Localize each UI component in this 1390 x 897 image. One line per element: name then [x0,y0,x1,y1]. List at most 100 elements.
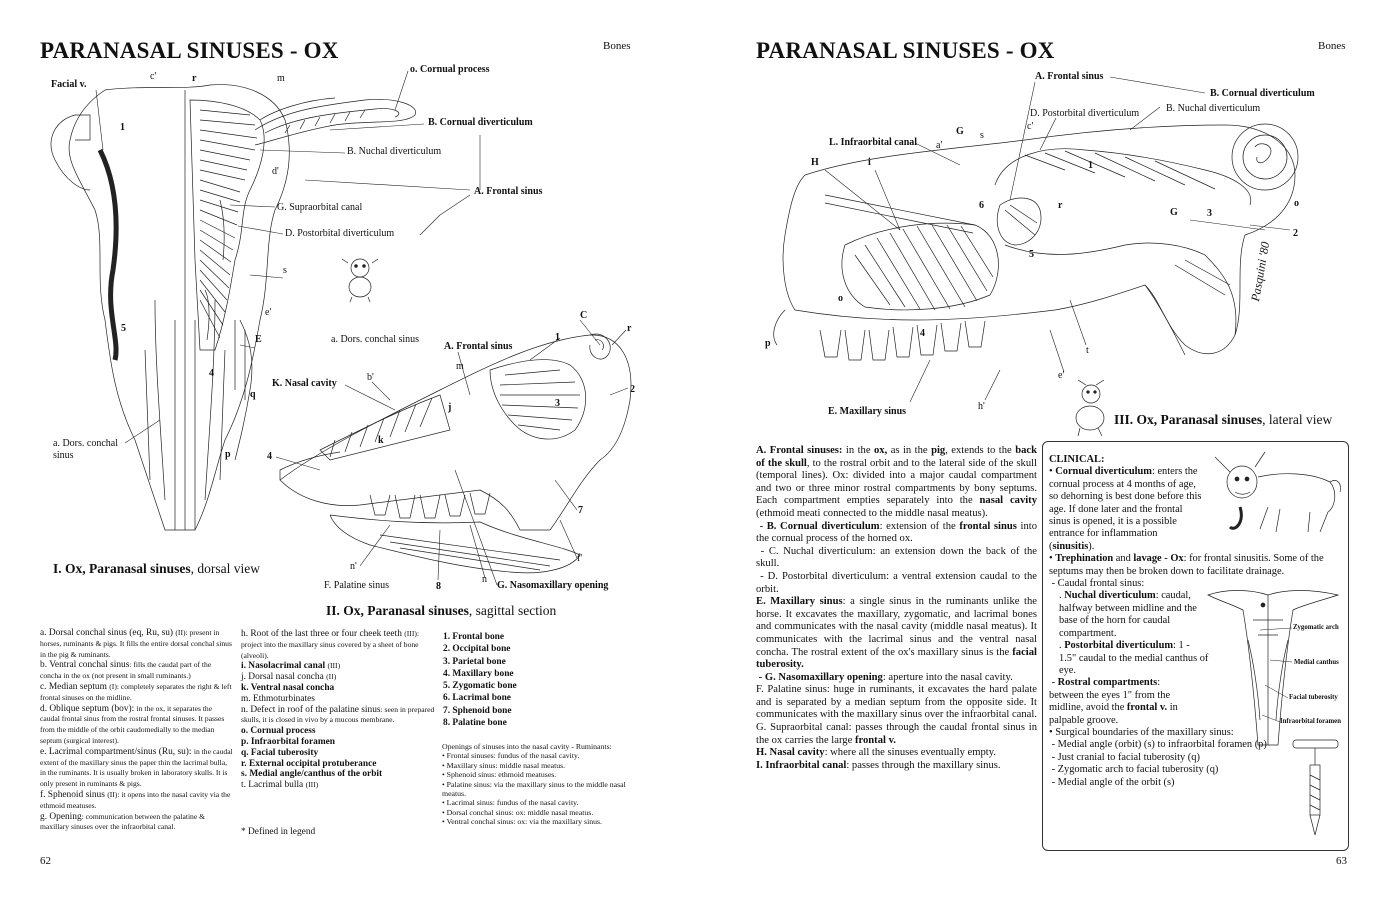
lat-label-G: G [956,126,964,137]
legend-col2-item-detail: : seen in prepared skulls, it is closed … [241,704,435,725]
label-b-nuchal: B. Nuchal diverticulum [347,146,442,157]
lat-label-4: 4 [920,328,925,339]
sag-label-b-prime: b' [367,372,374,383]
clinical-text: CLINICAL: • Cornual diverticulum: enters… [1049,454,1341,789]
legend-col2-item-main: o. Cornual process [241,726,316,737]
lat-label-a-frontal: A. Frontal sinus [1035,71,1104,82]
clinical-skull-drawing [1207,590,1340,746]
left-page-title: PARANASAL SINUSES - OX [40,38,339,63]
legend-col2-item-main: p. Infraorbital foramen [241,736,336,747]
sag-label-a-dors: a. Dors. conchal sinus [331,334,420,345]
legend-col2-item: s. Medial angle/canthus of the orbit [241,769,435,780]
sag-label-r: r [627,323,632,334]
clinical-cow-cartoon [1214,451,1341,533]
lat-label-5: 5 [1029,249,1034,260]
label-d-postorb: D. Postorbital diverticulum [285,228,395,239]
bone-item: 4. Maxillary bone [443,668,514,679]
lateral-leader-lines [824,76,1291,403]
lat-label-l-infra: L. Infraorbital canal [829,137,918,148]
lat-label-d-postorb: D. Postorbital diverticulum [1030,108,1140,119]
legend-col1-item: f. Sphenoid sinus (II): it opens into th… [40,790,233,812]
opening-item: • Sphenoid sinus: ethmoid meatuses. [442,770,557,780]
sag-label-2: 2 [630,384,635,395]
legend-col2-item-detail: (III) [305,780,319,790]
lat-label-r: r [1058,200,1063,211]
legend-col2-item: o. Cornual process [241,726,435,737]
lat-label-i: i [868,157,871,168]
clin-label-medial: Medial canthus [1294,659,1339,666]
bone-item: 6. Lacrimal bone [443,693,511,704]
legend-col1-item: c. Median septum (I): completely separat… [40,682,233,704]
lat-label-1: 1 [1088,160,1093,171]
label-m: m [277,73,285,84]
caption-sagittal-bold: II. Ox, Paranasal sinuses [326,603,469,618]
clin-label-facial: Facial tuberosity [1289,694,1338,701]
clinical-box [1042,441,1349,851]
legend-col2-item-main: r. External occipital protuberance [241,758,377,769]
sag-label-j: j [448,402,452,413]
lat-label-a-prime: a' [936,140,943,151]
bone-item: 1. Frontal bone [443,632,505,642]
legend-col1-item: b. Ventral conchal sinus: fills the caud… [40,660,233,682]
sagittal-leader-lines [275,319,629,586]
legend-col2-item-main: q. Facial tuberosity [241,747,319,758]
lat-label-H: H [811,157,819,168]
legend-col2-item-main: s. Medial angle/canthus of the orbit [241,769,383,780]
lat-label-o: o [1294,198,1299,209]
clinical-title: CLINICAL: [1049,454,1105,465]
sag-label-3: 3 [555,398,560,409]
legend-col2-item-main: t. Lacrimal bulla [241,780,306,791]
legend-col2-item-detail: (III) [327,661,341,671]
label-5: 5 [121,323,126,334]
caption-sagittal: II. Ox, Paranasal sinuses, sagittal sect… [326,603,556,619]
legend-col2-item: t. Lacrimal bulla (III) [241,780,435,791]
legend-col2-item: k. Ventral nasal concha [241,683,435,694]
label-o-cornual: o. Cornual process [410,64,490,75]
legend-col1-item: d. Oblique septum (bov): in the ox, it s… [40,704,233,747]
bone-item: 5. Zygomatic bone [443,681,517,692]
right-section-label: Bones [1318,40,1346,52]
label-r: r [192,73,197,84]
clin-label-infraorbital: Infraorbital foramen [1280,718,1341,725]
label-b-cornual: B. Cornual diverticulum [428,117,533,128]
legend-col2-item: j. Dorsal nasal concha (II) [241,672,435,683]
legend-col2-item-main: i. Nasolacrimal canal [241,661,328,672]
right-page-number: 63 [1336,855,1347,867]
legend-col1-item-main: d. Oblique septum (bov): [40,703,137,714]
sag-label-k: k [378,435,384,446]
caption-lateral-rest: , lateral view [1262,412,1333,427]
opening-item: • Ventral conchal sinus: ox: via the max… [442,817,603,827]
legend-col1-item-detail: (I): completely separates the right & le… [40,681,232,702]
opening-item: • Maxillary sinus: middle nasal meatus. [442,760,566,770]
legend-col2-item-main: m. Ethmoturbinates [241,693,315,704]
trephine-icon [1292,739,1339,836]
legend-col1-item-main: f. Sphenoid sinus [40,789,108,800]
caption-lateral: III. Ox, Paranasal sinuses, lateral view [1114,412,1332,428]
openings-list: Openings of sinuses into the nasal cavit… [442,742,638,827]
legend-col2-item-main: n. Defect in roof of the palatine sinus [241,704,381,715]
sag-label-f-palatine: F. Palatine sinus [324,580,390,591]
legend-col2-item: n. Defect in roof of the palatine sinus:… [241,705,435,727]
legend-col2-item: p. Infraorbital foramen [241,737,435,748]
right-page-title: PARANASAL SINUSES - OX [756,38,1055,63]
bone-item: 3. Parietal bone [443,656,506,667]
sag-label-7: 7 [578,505,583,516]
bone-item: 2. Occipital bone [443,644,511,655]
label-q: q [250,389,256,400]
openings-title: Openings of sinuses into the nasal cavit… [442,742,612,751]
lat-label-3: 3 [1207,208,1212,219]
legend-col2-item-main: h. Root of the last three or four cheek … [241,629,405,639]
sag-label-C: C [580,310,588,321]
legend-col1-item: g. Opening: communication between the pa… [40,812,233,834]
lat-label-e-prime: e' [1058,370,1065,381]
lat-label-6: 6 [979,200,984,211]
label-c-prime: c' [150,71,157,82]
legend-col2-item-main: k. Ventral nasal concha [241,682,335,693]
caption-lateral-bold: III. Ox, Paranasal sinuses [1114,412,1263,427]
label-s: s [283,265,287,276]
cornual-process-drawing [255,99,416,146]
lat-label-G2: G [1170,207,1178,218]
legend-col1-item-detail: : communication between the palatine & m… [40,811,206,832]
sagittal-skull-drawing [279,333,632,574]
